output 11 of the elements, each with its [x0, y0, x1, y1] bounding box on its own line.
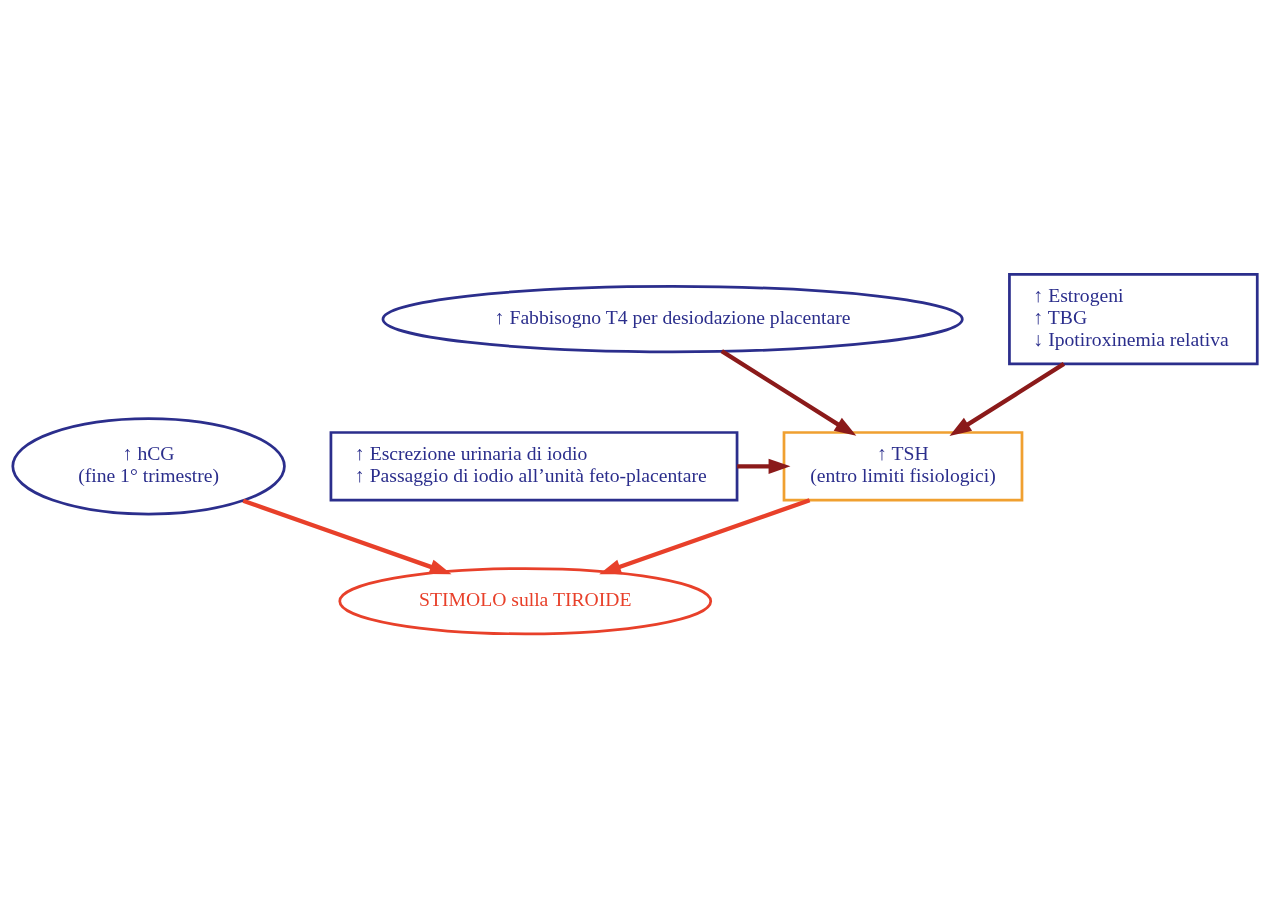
node-box: ↑ Estrogeni ↑ TBG ↓ Ipotiroxinemia relativa — [1008, 273, 1259, 366]
arrow — [949, 362, 1066, 436]
node-ellipse: STIMOLO sulla TIROIDE — [338, 567, 713, 636]
arrow — [720, 349, 857, 436]
node-ellipse: ↑ Fabbisogno T4 per desiodazione placentare — [381, 285, 964, 354]
arrow — [599, 498, 811, 575]
node-ellipse: ↑ hCG (fine 1° trimestre) — [11, 417, 286, 516]
arrow — [737, 458, 791, 474]
node-box: ↑ Escrezione urinaria di iodio ↑ Passaggio di iodio all’unità feto-placentare — [329, 431, 739, 502]
arrow — [242, 498, 452, 575]
node-box: ↑ TSH (entro limiti fisiologici) — [782, 431, 1024, 502]
